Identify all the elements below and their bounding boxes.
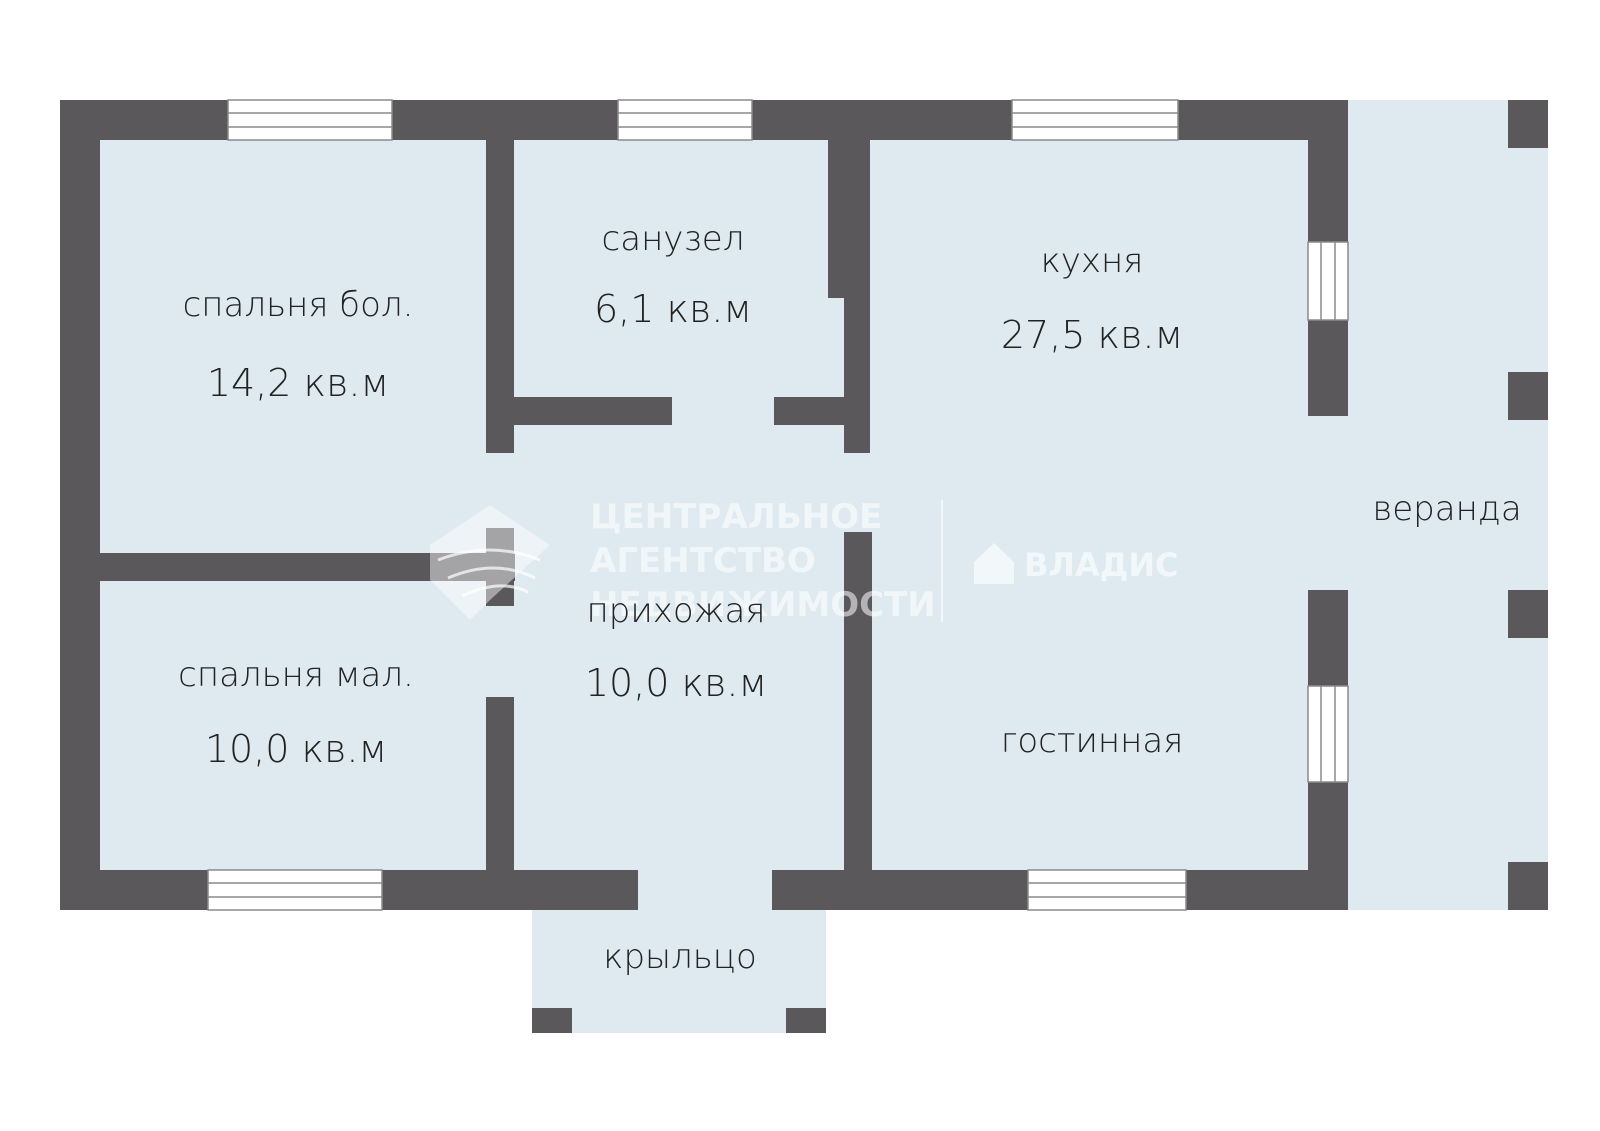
porch-post-right xyxy=(786,1008,826,1033)
windows xyxy=(207,99,1349,911)
wall-bath-right-upper xyxy=(828,138,870,298)
room-name-bathroom: санузел xyxy=(602,219,745,259)
wall-bath-right-lower xyxy=(844,296,870,453)
room-name-living-room: гостинная xyxy=(1001,721,1184,761)
wall-inner-left-lower xyxy=(486,697,514,875)
window-right-kitchen xyxy=(1307,241,1349,321)
window-bottom-bedroom xyxy=(207,869,383,911)
window-right-living xyxy=(1307,685,1349,783)
porch-floor xyxy=(532,905,826,1033)
room-name-porch: крыльцо xyxy=(603,937,757,977)
room-name-bedroom-small: спальня мал. xyxy=(178,655,414,695)
window-top-bathroom xyxy=(617,99,753,141)
veranda-post-2 xyxy=(1508,372,1548,420)
room-area-kitchen: 27,5 кв.м xyxy=(1001,313,1183,357)
room-name-hallway: прихожая xyxy=(587,591,766,631)
porch-post-left xyxy=(532,1008,572,1033)
room-area-hallway: 10,0 кв.м xyxy=(585,661,767,705)
wall-left xyxy=(60,100,100,910)
window-bottom-living xyxy=(1027,869,1187,911)
wall-bath-bottom-left xyxy=(486,397,672,425)
room-name-kitchen: кухня xyxy=(1041,241,1144,281)
veranda-post-1 xyxy=(1508,100,1548,148)
window-top-kitchen xyxy=(1011,99,1179,141)
watermark-brand: ВЛАДИС xyxy=(1024,546,1179,584)
house-floor xyxy=(60,100,1350,910)
room-name-bedroom-large: спальня бол. xyxy=(183,285,414,325)
room-area-bathroom: 6,1 кв.м xyxy=(594,287,752,331)
room-labels: спальня бол. 14,2 кв.м санузел 6,1 кв.м … xyxy=(178,219,1522,977)
room-area-bedroom-small: 10,0 кв.м xyxy=(205,727,387,771)
floors xyxy=(60,100,1548,1033)
veranda-post-4 xyxy=(1508,862,1548,910)
room-area-bedroom-large: 14,2 кв.м xyxy=(207,361,389,405)
veranda-post-3 xyxy=(1508,590,1548,638)
room-name-veranda: веранда xyxy=(1372,489,1521,529)
veranda-floor xyxy=(1348,100,1548,910)
watermark-agency-line2: АГЕНТСТВО xyxy=(590,541,816,581)
wall-bedroom-divider xyxy=(60,553,515,581)
watermark-agency-line3: НЕДВИЖИМОСТИ xyxy=(590,585,936,625)
brand-house-icon xyxy=(974,543,1014,584)
agency-logo-icon xyxy=(430,505,550,620)
window-top-bedroom xyxy=(227,99,393,141)
watermark: ЦЕНТРАЛЬНОЕ АГЕНТСТВО НЕДВИЖИМОСТИ ВЛАДИ… xyxy=(430,497,1179,625)
agency-logo-lines xyxy=(437,548,541,598)
wall-inner-right-lower xyxy=(844,532,872,875)
watermark-agency-line1: ЦЕНТРАЛЬНОЕ xyxy=(590,497,882,537)
